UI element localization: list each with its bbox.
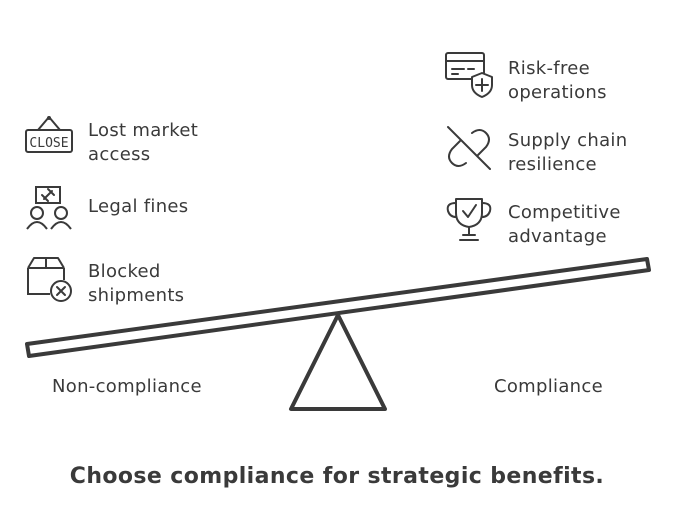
judge-gavel-icon [24, 185, 74, 235]
non-compliance-label: Non-compliance [52, 376, 202, 397]
left-item-label: Legal fines [88, 196, 189, 217]
left-item-blocked-shipments: Blocked shipments [24, 254, 228, 308]
link-no-icon [444, 123, 494, 173]
right-item-risk-free-operations: Risk-free operations [444, 51, 648, 105]
right-item-competitive-advantage: Competitive advantage [444, 195, 648, 249]
seesaw-plank [25, 257, 651, 358]
left-item-lost-market-access: CLOSE Lost market access [24, 113, 228, 167]
right-item-label: Supply chain resilience [508, 130, 628, 175]
seesaw-fulcrum [289, 313, 387, 411]
right-item-label: Competitive advantage [508, 202, 621, 247]
diagram-caption: Choose compliance for strategic benefits… [69, 464, 605, 489]
compliance-label: Compliance [494, 376, 603, 397]
trophy-icon [444, 195, 494, 245]
left-item-label: Blocked shipments [88, 261, 185, 306]
secure-card-icon [444, 51, 494, 101]
blocked-package-icon [24, 254, 74, 304]
close-sign-text: CLOSE [29, 136, 68, 151]
right-item-label: Risk-free operations [508, 58, 607, 103]
left-item-label: Lost market access [88, 120, 199, 165]
left-item-legal-fines: Legal fines [24, 185, 228, 235]
right-item-supply-chain-resilience: Supply chain resilience [444, 123, 648, 177]
close-sign-icon: CLOSE [24, 113, 74, 163]
